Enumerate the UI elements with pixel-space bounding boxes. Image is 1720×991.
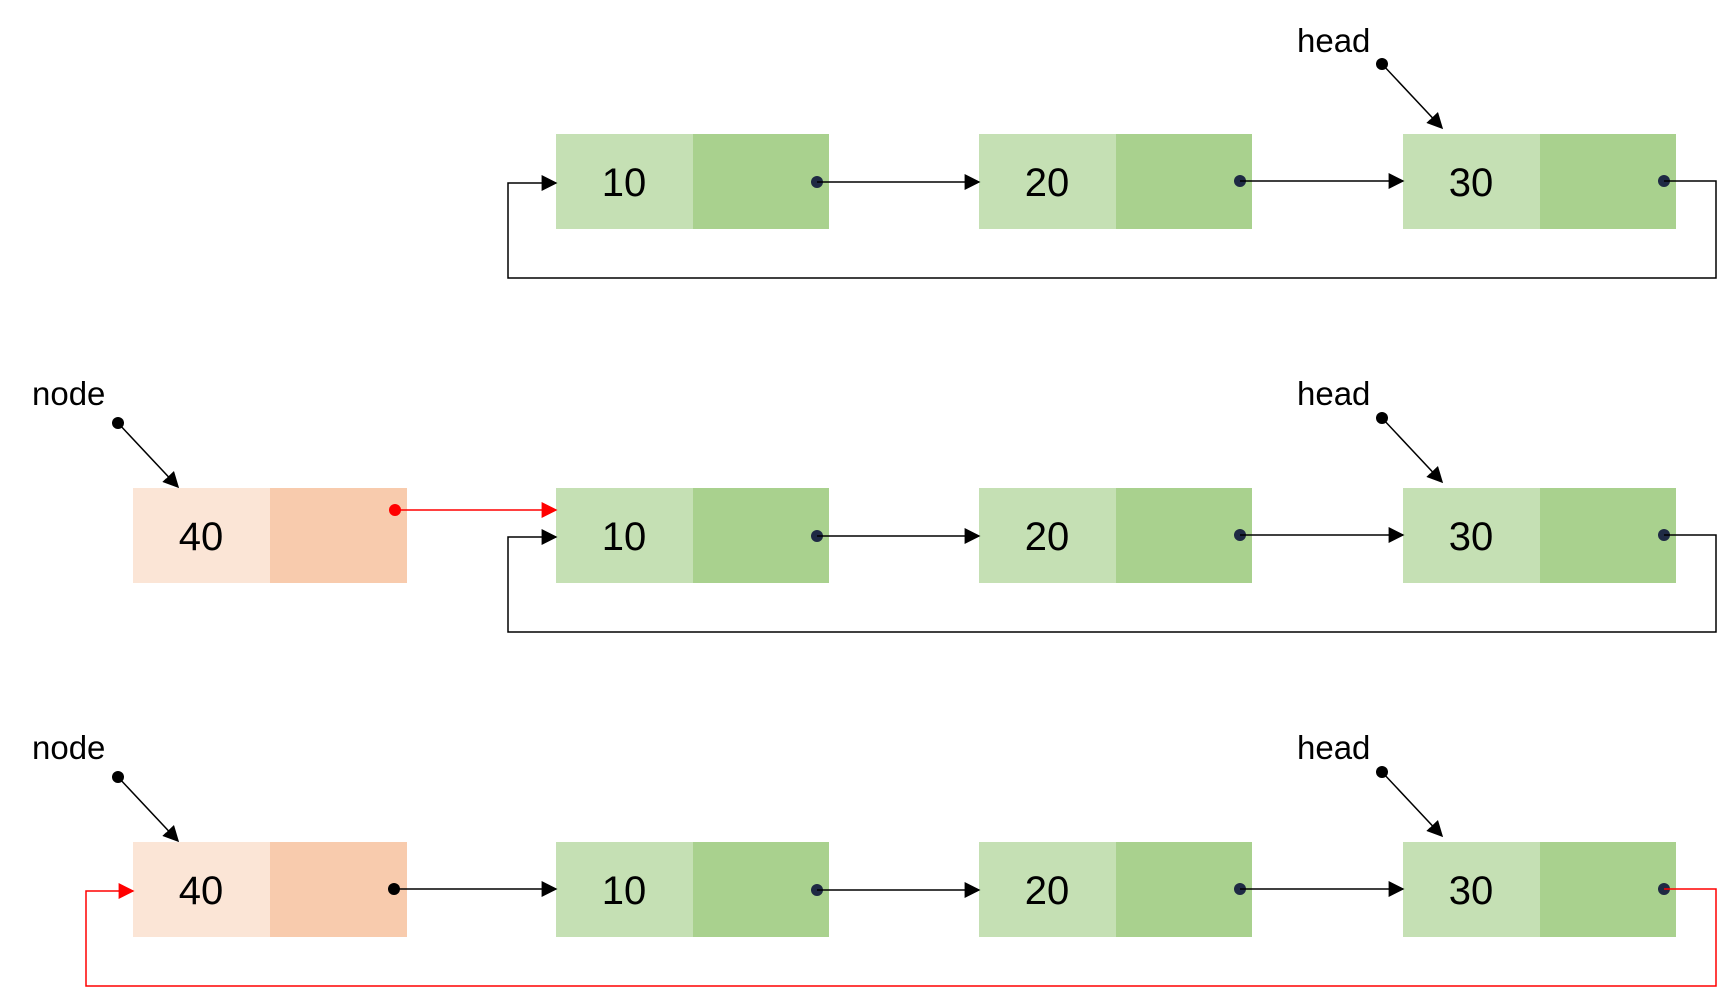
node-next-cell: [1540, 842, 1676, 937]
list-node-10: 10: [556, 488, 829, 583]
node-data-cell: [979, 842, 1116, 937]
circular-back-link: [507, 175, 1717, 279]
node-next-cell: [1116, 842, 1252, 937]
row-step-1: 10 20 30 head: [507, 22, 1717, 279]
list-node-30: 30: [1403, 488, 1676, 583]
list-node-40: 40: [133, 488, 407, 583]
row-step-2: 40 10 20 30 node: [32, 375, 1717, 633]
node-value: 10: [602, 515, 647, 559]
node-data-cell: [1403, 842, 1540, 937]
list-node-20: 20: [979, 488, 1252, 583]
node-pointer-label: node: [32, 375, 105, 412]
node-next-cell: [1540, 134, 1676, 229]
list-node-20: 20: [979, 842, 1252, 937]
list-node-10: 10: [556, 134, 829, 229]
node-next-cell: [270, 488, 407, 583]
node-value: 20: [1025, 515, 1070, 559]
node-data-cell: [1403, 134, 1540, 229]
list-node-30: 30: [1403, 134, 1676, 229]
head-pointer-label: head: [1297, 22, 1370, 59]
node-value: 40: [179, 869, 224, 913]
node-value: 10: [602, 161, 647, 205]
new-circular-back-link: [85, 883, 1717, 987]
node-value: 20: [1025, 161, 1070, 205]
head-pointer-arrow: [1381, 771, 1444, 838]
node-data-cell: [1403, 488, 1540, 583]
node-next-cell: [1116, 488, 1252, 583]
row-step-3: 40 10 20 30 node: [32, 729, 1717, 987]
node-next-cell: [693, 842, 829, 937]
head-pointer-label: head: [1297, 729, 1370, 766]
node-data-cell: [556, 134, 693, 229]
circular-back-link: [507, 529, 1717, 633]
node-data-cell: [979, 488, 1116, 583]
node-value: 30: [1449, 515, 1494, 559]
head-pointer-arrow: [1381, 417, 1444, 484]
node-data-cell: [133, 488, 270, 583]
node-next-cell: [693, 134, 829, 229]
list-node-20: 20: [979, 134, 1252, 229]
list-node-10: 10: [556, 842, 829, 937]
node-data-cell: [556, 842, 693, 937]
node-pointer-arrow: [117, 776, 180, 843]
node-pointer-arrow: [117, 422, 180, 489]
node-next-cell: [1116, 134, 1252, 229]
node-value: 20: [1025, 869, 1070, 913]
node-value: 40: [179, 515, 224, 559]
head-pointer-arrow: [1381, 63, 1444, 130]
node-value: 30: [1449, 161, 1494, 205]
list-node-30: 30: [1403, 842, 1676, 937]
node-next-cell: [270, 842, 407, 937]
node-value: 30: [1449, 869, 1494, 913]
node-data-cell: [979, 134, 1116, 229]
node-next-cell: [693, 488, 829, 583]
list-node-40: 40: [133, 842, 407, 937]
node-pointer-label: node: [32, 729, 105, 766]
head-pointer-label: head: [1297, 375, 1370, 412]
node-next-cell: [1540, 488, 1676, 583]
node-value: 10: [602, 869, 647, 913]
node-data-cell: [556, 488, 693, 583]
node-data-cell: [133, 842, 270, 937]
